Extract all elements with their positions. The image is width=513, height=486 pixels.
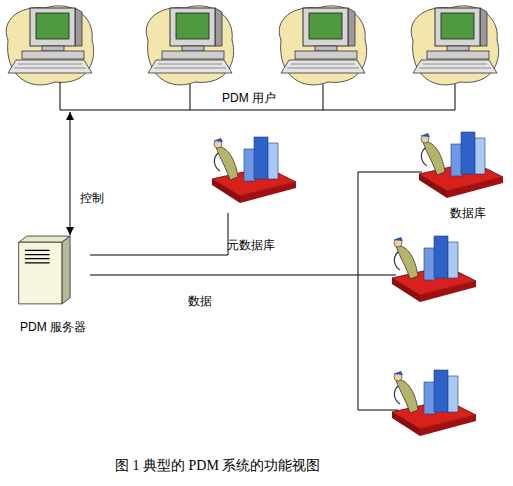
pdm-server: PDM 服务器 [8, 235, 90, 340]
connector-line [90, 275, 358, 276]
connector-line [90, 213, 228, 255]
edge-label: 控制 [80, 191, 104, 205]
edge-label: 数据 [188, 294, 212, 308]
node-label: 数据库 [450, 206, 486, 220]
database-group: 数据库 [358, 128, 505, 428]
connector-line [70, 112, 71, 235]
node-label: PDM 服务器 [20, 320, 86, 334]
node-label: PDM 用户 [222, 91, 276, 105]
user-group: PDM 用户 [55, 88, 460, 112]
metadata-database: 元数据库 [210, 133, 300, 213]
figure-caption: 图 1 典型的 PDM 系统的功能视图 [115, 458, 320, 474]
node-label: 元数据库 [227, 238, 275, 252]
